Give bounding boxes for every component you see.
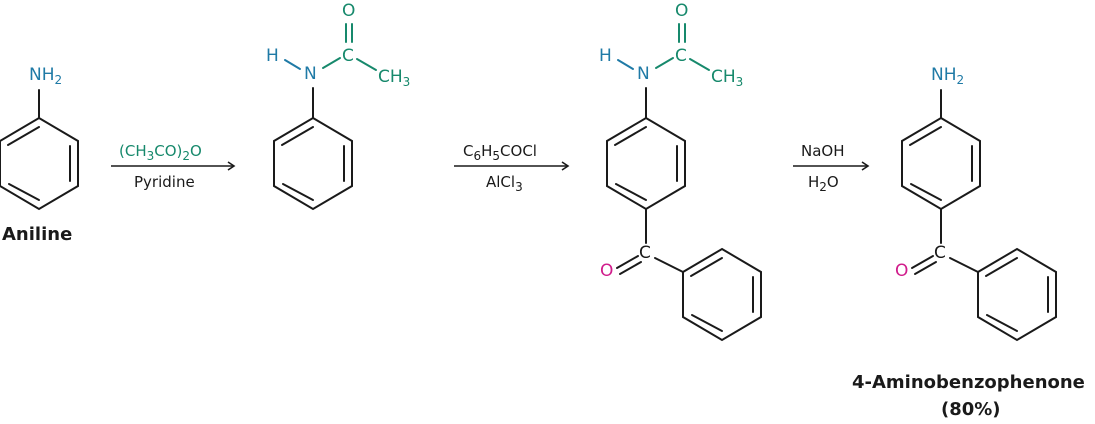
step2-reagent-above: C6H5COCl bbox=[463, 142, 537, 163]
aniline-nh2-label: NH2 bbox=[29, 65, 63, 87]
aniline-name: Aniline bbox=[2, 224, 73, 245]
acetanilide-n-label: N bbox=[304, 64, 317, 84]
product-nh2-label: NH2 bbox=[931, 65, 965, 87]
product2-upper-ring bbox=[606, 87, 686, 244]
acetanilide-o-label: O bbox=[342, 1, 356, 21]
step2-reagent-below: AlCl3 bbox=[486, 173, 523, 194]
product-name: 4-Aminobenzophenone bbox=[852, 372, 1085, 393]
product-lower-ring bbox=[911, 247, 1057, 342]
product-yield: (80%) bbox=[941, 399, 1001, 420]
product-upper-ring bbox=[901, 89, 981, 244]
acetanilide-ring bbox=[273, 87, 353, 211]
product2-ketone-o-label: O bbox=[600, 261, 614, 281]
step1-reagent-above: (CH3CO)2O bbox=[119, 142, 202, 163]
step3-reagent-above: NaOH bbox=[801, 142, 845, 160]
product2-h-label: H bbox=[599, 46, 612, 66]
product2-n-label: N bbox=[637, 64, 650, 84]
step1-reagent-below: Pyridine bbox=[134, 173, 195, 191]
product2-lower-ring bbox=[616, 247, 762, 342]
acetanilide-c-label: C bbox=[342, 46, 354, 66]
product-ketone-o-label: O bbox=[895, 261, 909, 281]
step3-reagent-below: H2O bbox=[808, 173, 839, 194]
product2-ketone-c-label: C bbox=[639, 243, 651, 263]
product2-ch3-label: CH3 bbox=[711, 67, 744, 89]
acetanilide-h-label: H bbox=[266, 46, 279, 66]
product-ketone-c-label: C bbox=[934, 243, 946, 263]
product2-o-label: O bbox=[675, 1, 689, 21]
product2-c-label: C bbox=[675, 46, 687, 66]
aniline-ring bbox=[0, 89, 79, 211]
acetanilide-ch3-label: CH3 bbox=[378, 67, 411, 89]
